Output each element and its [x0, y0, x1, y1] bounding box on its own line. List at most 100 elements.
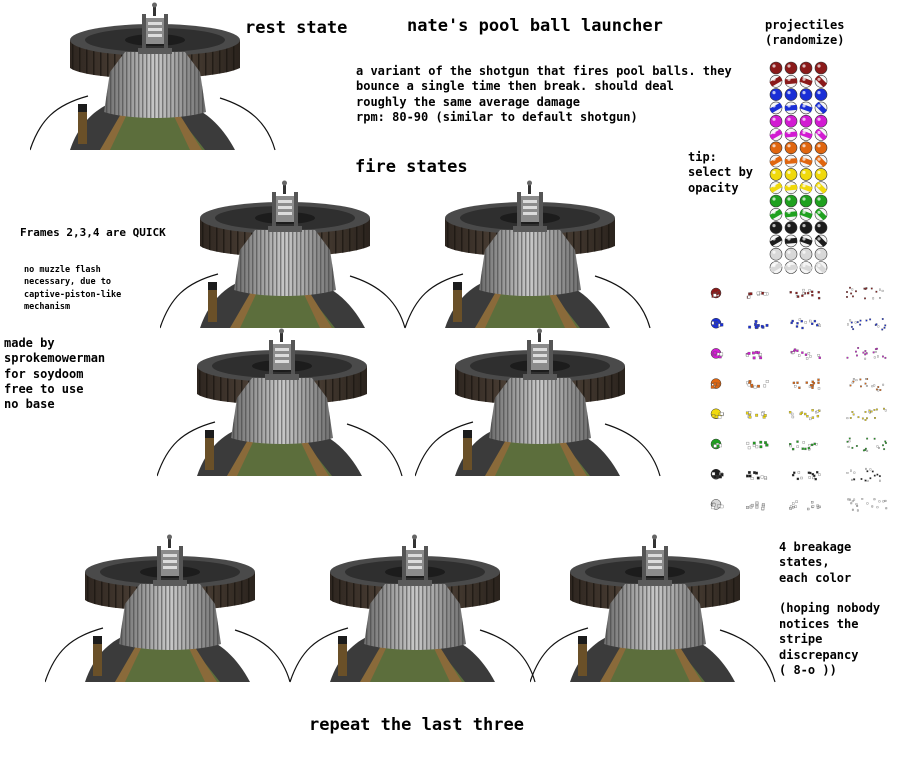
breakage-state-sprite — [746, 380, 769, 389]
projectile-ball-sprite — [814, 247, 828, 261]
weapon-sprite-fire-1 — [160, 178, 410, 330]
projectile-ball-sprite — [769, 234, 783, 248]
projectile-ball-sprite — [814, 101, 828, 115]
projectile-ball-sprite — [799, 74, 813, 88]
breakage-state-sprite — [746, 291, 769, 299]
projectiles-label: projectiles (randomize) — [765, 18, 845, 48]
projectile-ball-sprite — [784, 208, 798, 221]
projectile-ball-sprite — [799, 221, 813, 234]
projectile-ball-sprite — [769, 74, 783, 88]
projectile-ball-sprite — [814, 61, 828, 75]
projectile-ball-sprite — [769, 261, 783, 274]
muzzle-note: no muzzle flash necessary, due to captiv… — [24, 265, 122, 312]
projectile-ball-sprite — [784, 74, 798, 88]
projectile-ball-sprite — [814, 88, 828, 101]
breakage-state-sprite — [846, 347, 887, 360]
projectile-ball-grid — [768, 60, 836, 278]
tip-text: tip: select by opacity — [688, 150, 754, 195]
projectile-ball-sprite — [799, 128, 813, 141]
projectile-ball-sprite — [799, 261, 813, 274]
breakage-state-sprite — [710, 438, 722, 450]
breakage-state-sprite — [710, 317, 724, 329]
projectile-ball-sprite — [799, 114, 813, 128]
projectile-ball-sprite — [814, 261, 828, 274]
projectile-ball-sprite — [784, 168, 798, 181]
weapon-sprite-rest — [30, 0, 280, 152]
weapon-sprite-fire-3 — [157, 326, 407, 478]
breakage-state-sprite — [710, 499, 724, 510]
breakage-state-sprite — [710, 468, 724, 480]
breakage-state-sprite — [792, 378, 821, 390]
projectile-ball-sprite — [799, 168, 813, 181]
projectile-ball-sprite — [799, 88, 813, 101]
breakage-state-sprite — [710, 378, 722, 389]
projectile-ball-sprite — [814, 154, 828, 168]
projectile-ball-sprite — [814, 181, 828, 194]
projectile-ball-sprite — [814, 168, 828, 181]
breakage-state-sprite — [790, 318, 821, 330]
projectile-ball-sprite — [814, 114, 828, 128]
projectile-ball-sprite — [799, 234, 813, 248]
projectile-ball-sprite — [769, 194, 783, 208]
projectile-ball-sprite — [814, 141, 828, 155]
projectile-ball-sprite — [784, 261, 798, 274]
projectile-ball-sprite — [814, 221, 828, 234]
breakage-state-sprite — [789, 288, 821, 300]
projectile-ball-sprite — [784, 128, 798, 141]
projectile-ball-sprite — [769, 114, 783, 128]
projectile-ball-sprite — [769, 141, 783, 155]
projectile-ball-sprite — [799, 181, 813, 194]
breakage-state-sprite — [847, 318, 887, 331]
projectile-ball-sprite — [784, 221, 798, 234]
projectile-ball-sprite — [784, 88, 798, 101]
breakage-state-sprite — [710, 287, 722, 299]
breakage-state-sprite — [847, 498, 888, 512]
projectile-ball-sprite — [769, 88, 783, 101]
rest-state-title: rest state — [245, 18, 348, 38]
repeat-title: repeat the last three — [309, 715, 524, 735]
breakage-state-sprite — [710, 348, 724, 359]
breakage-states-grid — [700, 280, 895, 516]
weapon-sprite-repeat-2 — [290, 532, 540, 684]
projectile-ball-sprite — [769, 221, 783, 234]
projectile-ball-sprite — [784, 247, 798, 261]
breakage-state-sprite — [748, 320, 769, 330]
breakage-state-sprite — [846, 467, 881, 482]
projectile-ball-sprite — [784, 101, 798, 115]
breakage-state-sprite — [746, 471, 768, 480]
breakage-state-sprite — [788, 409, 821, 421]
breakage-note: 4 breakage states, each color (hoping no… — [779, 540, 881, 677]
projectile-ball-sprite — [799, 154, 813, 168]
weapon-sprite-repeat-3 — [530, 532, 780, 684]
breakage-state-sprite — [846, 286, 884, 300]
main-title: nate's pool ball launcher — [407, 16, 663, 36]
breakage-state-sprite — [846, 407, 887, 421]
breakage-state-sprite — [849, 378, 885, 392]
projectile-ball-sprite — [769, 247, 783, 261]
projectile-ball-sprite — [799, 247, 813, 261]
projectile-ball-sprite — [784, 114, 798, 128]
projectile-ball-sprite — [769, 154, 783, 168]
breakage-state-sprite — [746, 501, 765, 511]
projectile-ball-sprite — [814, 234, 828, 248]
breakage-state-sprite — [745, 411, 767, 419]
projectile-ball-sprite — [814, 74, 828, 88]
projectile-ball-sprite — [769, 181, 783, 194]
weapon-sprite-fire-4 — [415, 326, 665, 478]
fire-states-title: fire states — [355, 157, 468, 177]
breakage-state-sprite — [710, 408, 724, 420]
breakage-state-sprite — [790, 348, 821, 360]
projectile-ball-sprite — [784, 194, 798, 208]
projectile-ball-sprite — [814, 128, 828, 141]
description-text: a variant of the shotgun that fires pool… — [356, 64, 732, 125]
breakage-state-sprite — [745, 350, 763, 360]
breakage-state-sprite — [746, 440, 769, 450]
frames-note: Frames 2,3,4 are QUICK — [20, 226, 166, 239]
projectile-ball-sprite — [799, 141, 813, 155]
weapon-sprite-fire-2 — [405, 178, 655, 330]
projectile-ball-sprite — [784, 234, 798, 248]
projectile-ball-sprite — [784, 154, 798, 168]
projectile-ball-sprite — [769, 61, 783, 75]
breakage-state-sprite — [846, 437, 887, 452]
projectile-ball-sprite — [799, 101, 813, 115]
